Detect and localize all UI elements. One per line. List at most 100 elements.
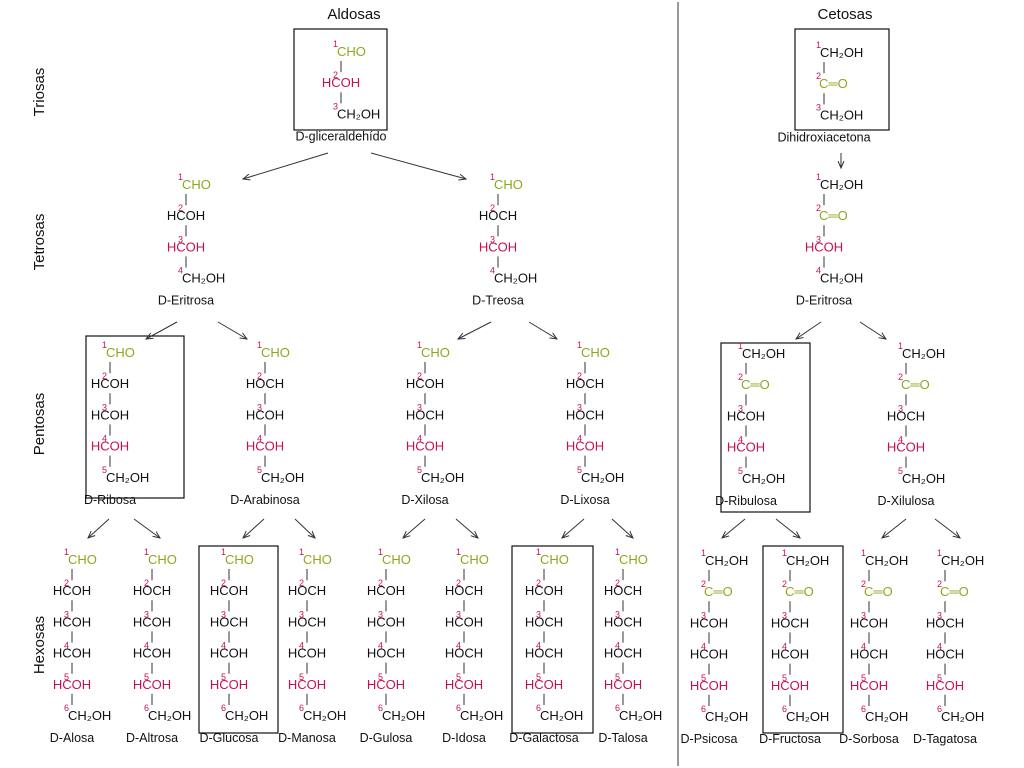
carbon-number: 2 xyxy=(898,372,903,382)
reference-carbon: HCOH xyxy=(566,439,604,454)
carbon-number: 2 xyxy=(64,578,69,588)
terminal-group: CH₂OH xyxy=(786,553,829,568)
carbon-number: 5 xyxy=(738,466,743,476)
derivation-arrow xyxy=(403,518,426,538)
sugar-name: D-Eritrosa xyxy=(796,294,852,308)
chiral-carbon: HCOH xyxy=(367,583,405,598)
carbon-number: 4 xyxy=(178,266,183,276)
chiral-carbon: HCOH xyxy=(727,408,765,423)
highlight-box xyxy=(511,545,594,734)
carbon-number: 3 xyxy=(144,609,149,619)
carbonyl-group: CHO xyxy=(619,552,648,567)
reference-carbon: HCOH xyxy=(246,439,284,454)
chiral-carbon: HCOH xyxy=(91,407,129,422)
reference-carbon: HCOH xyxy=(445,677,483,692)
carbon-number: 6 xyxy=(378,703,383,713)
carbon-number: 3 xyxy=(490,234,495,244)
carbon-number: 3 xyxy=(417,402,422,412)
chiral-carbon: HCOH xyxy=(690,615,728,630)
carbon-number: 1 xyxy=(257,340,262,350)
derivation-arrow xyxy=(722,518,746,538)
terminal-group: CH₂OH xyxy=(820,107,863,122)
chiral-carbon: HOCH xyxy=(367,646,405,661)
carbon-number: 5 xyxy=(861,673,866,683)
carbon-number: 4 xyxy=(861,642,866,652)
terminal-group: CH₂OH xyxy=(619,708,662,723)
carbon-number: 4 xyxy=(221,641,226,651)
carbonyl-group: C═O xyxy=(704,584,733,599)
terminal-group: CH₂OH xyxy=(742,346,785,361)
carbon-number: 4 xyxy=(615,641,620,651)
carbonyl-group: C═O xyxy=(819,208,848,223)
carbon-number: 3 xyxy=(64,609,69,619)
carbon-number: 2 xyxy=(937,579,942,589)
terminal-group: CH₂OH xyxy=(182,271,225,286)
chiral-carbon: HOCH xyxy=(604,583,642,598)
carbonyl-group: CHO xyxy=(460,552,489,567)
terminal-group: CH₂OH xyxy=(865,553,908,568)
carbon-number: 1 xyxy=(937,548,942,558)
reference-carbon: HCOH xyxy=(133,677,171,692)
chiral-carbon: HCOH xyxy=(771,647,809,662)
carbon-number: 2 xyxy=(257,371,262,381)
sugar-name: D-Eritrosa xyxy=(158,294,214,308)
sugar-name: D-Arabinosa xyxy=(230,493,300,507)
carbon-number: 3 xyxy=(738,403,743,413)
reference-carbon: HCOH xyxy=(525,677,563,692)
carbon-number: 1 xyxy=(333,39,338,49)
carbon-number: 1 xyxy=(102,340,107,350)
carbon-number: 5 xyxy=(417,465,422,475)
carbon-number: 5 xyxy=(221,672,226,682)
reference-carbon: HCOH xyxy=(604,677,642,692)
derivation-arrow xyxy=(934,518,960,538)
carbon-number: 6 xyxy=(782,704,787,714)
carbon-number: 4 xyxy=(782,642,787,652)
carbon-number: 1 xyxy=(861,548,866,558)
reference-carbon: HCOH xyxy=(727,440,765,455)
carbon-number: 4 xyxy=(102,434,107,444)
carbon-number: 1 xyxy=(178,172,183,182)
carbon-number: 1 xyxy=(536,547,541,557)
carbonyl-group: C═O xyxy=(741,377,770,392)
derivation-arrow xyxy=(458,321,492,339)
carbon-number: 5 xyxy=(456,672,461,682)
reference-carbon: HCOH xyxy=(850,678,888,693)
sugar-name: D-Xilulosa xyxy=(878,494,935,508)
carbon-number: 4 xyxy=(64,641,69,651)
carbon-number: 2 xyxy=(456,578,461,588)
highlight-box xyxy=(198,545,279,734)
chiral-carbon: HOCH xyxy=(566,407,604,422)
carbon-number: 1 xyxy=(221,547,226,557)
sugar-name: Dihidroxiacetona xyxy=(777,130,870,144)
header-aldoses: Aldosas xyxy=(327,6,380,23)
carbonyl-group: CHO xyxy=(421,345,450,360)
chiral-carbon: HCOH xyxy=(210,646,248,661)
terminal-group: CH₂OH xyxy=(742,471,785,486)
reference-carbon: HCOH xyxy=(406,439,444,454)
chiral-carbon: HOCH xyxy=(604,646,642,661)
chiral-carbon: HCOH xyxy=(53,583,91,598)
carbon-number: 4 xyxy=(577,434,582,444)
carbon-number: 3 xyxy=(536,609,541,619)
sugar-name: D-Tagatosa xyxy=(913,732,977,746)
chiral-carbon: HOCH xyxy=(887,408,925,423)
header-ketoses: Cetosas xyxy=(817,6,872,23)
carbonyl-group: CHO xyxy=(337,44,366,59)
highlight-box xyxy=(720,342,811,513)
carbon-number: 1 xyxy=(615,547,620,557)
carbon-number: 1 xyxy=(144,547,149,557)
carbon-number: 5 xyxy=(378,672,383,682)
chiral-carbon: HOCH xyxy=(566,376,604,391)
derivation-arrow xyxy=(611,518,633,538)
carbonyl-group: C═O xyxy=(940,584,969,599)
carbonyl-group: CHO xyxy=(581,345,610,360)
carbon-number: 1 xyxy=(378,547,383,557)
carbon-number: 2 xyxy=(221,578,226,588)
carbon-number: 3 xyxy=(178,234,183,244)
